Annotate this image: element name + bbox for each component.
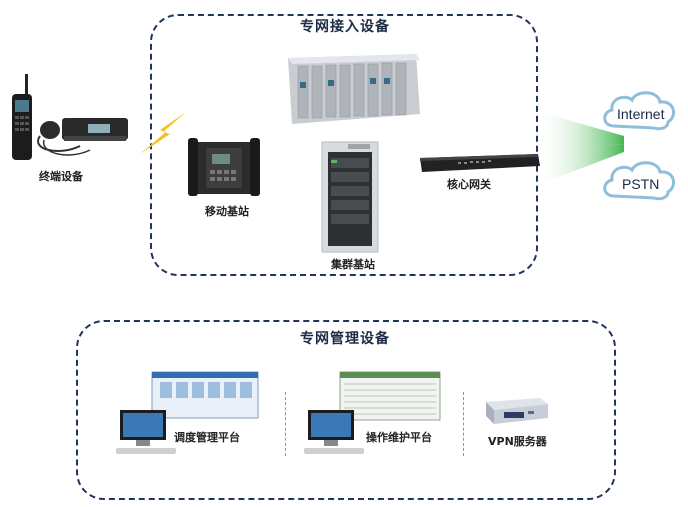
terminal-devices-label: 终端设备 xyxy=(39,170,83,183)
access-equipment-title: 专网接入设备 xyxy=(300,19,390,35)
mobile-base-station-icon xyxy=(188,138,260,196)
vpn-server-label: VPN服务器 xyxy=(488,435,547,448)
cluster-base-station-icon xyxy=(321,141,379,253)
dispatch-platform-label: 调度管理平台 xyxy=(174,431,240,444)
mobile-base-station-label: 移动基站 xyxy=(205,205,249,218)
core-gateway-icon xyxy=(420,154,540,172)
core-gateway-label: 核心网关 xyxy=(447,178,491,191)
ops-platform-icon xyxy=(304,371,441,454)
internet-label: Internet xyxy=(617,106,665,122)
separator-2 xyxy=(463,392,464,456)
cluster-base-station-label: 集群基站 xyxy=(331,258,375,271)
dispatch-platform-icon xyxy=(116,371,259,454)
network-link-fan xyxy=(540,112,624,184)
ops-platform-label: 操作维护平台 xyxy=(366,431,432,444)
management-equipment-title: 专网管理设备 xyxy=(300,331,390,347)
management-equipment-group xyxy=(76,320,616,500)
terminal-devices-icon xyxy=(12,74,128,160)
pstn-cloud-icon xyxy=(603,161,676,201)
separator-1 xyxy=(285,392,286,456)
wireless-link-icon xyxy=(140,112,186,154)
rack-equipment-icon xyxy=(288,54,420,124)
pstn-label: PSTN xyxy=(622,176,660,192)
internet-cloud-icon xyxy=(603,91,676,131)
vpn-server-icon xyxy=(486,398,548,424)
